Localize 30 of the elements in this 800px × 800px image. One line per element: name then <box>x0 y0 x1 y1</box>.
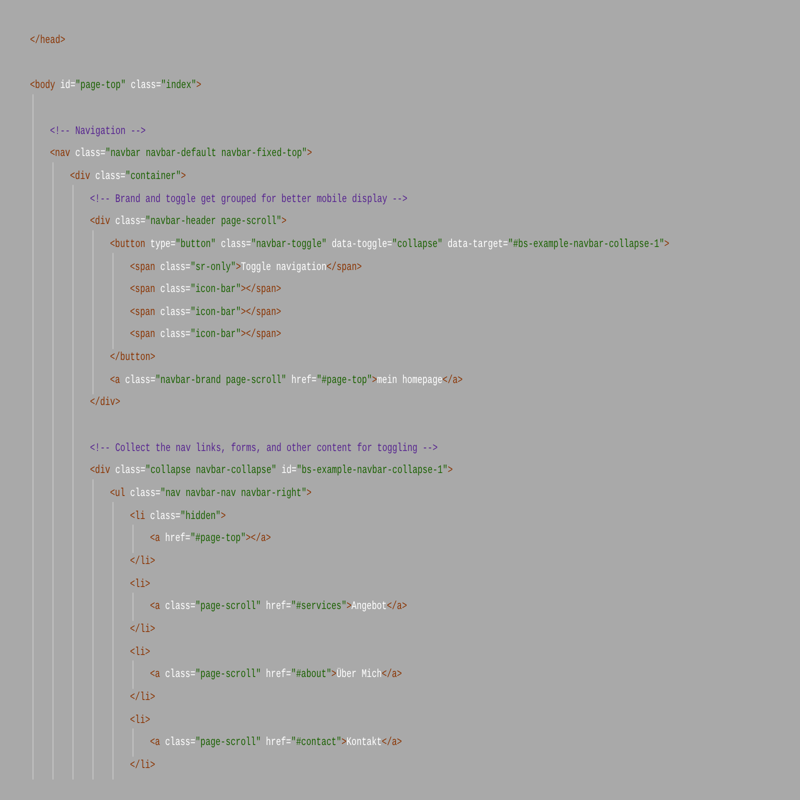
code-line: <!-- Collect the nav links, forms, and other content for toggling --> <box>90 442 438 456</box>
code-line: <span class="icon-bar"></span> <box>130 328 282 342</box>
code-line: <!-- Navigation --> <box>50 124 146 139</box>
code-line: <li> <box>130 578 150 592</box>
code-line: </li> <box>130 554 156 569</box>
code-line: <ul class="nav navbar-nav navbar-right"> <box>110 487 312 501</box>
code-line: <li> <box>130 714 150 728</box>
code-line: <li> <box>130 646 150 660</box>
code-line: <nav class="navbar navbar-default navbar-fixed-top"> <box>50 147 312 162</box>
code-line: <a class="page-scroll" href="#services">Angebot</a> <box>150 600 407 614</box>
code-line: </head> <box>30 34 66 48</box>
code-line: <span class="sr-only">Toggle navigation</span> <box>130 260 362 274</box>
code-line: </li> <box>130 622 156 637</box>
code-line: <span class="icon-bar"></span> <box>130 306 282 320</box>
code-line: <div class="container"> <box>70 170 186 184</box>
code-line: <div class="collapse navbar-collapse" id="bs-example-navbar-collapse-1"> <box>90 464 453 478</box>
code-line: <a href="#page-top"></a> <box>150 532 271 546</box>
code-line: <div class="navbar-header page-scroll"> <box>90 215 286 230</box>
code-line: </div> <box>90 396 120 410</box>
code-line: <a class="navbar-brand page-scroll" href="#page-top">mein homepage</a> <box>110 374 463 388</box>
code-line: <body id="page-top" class="index"> <box>30 79 202 94</box>
code-line: <!-- Brand and toggle get grouped for better mobile display --> <box>90 192 408 207</box>
code-line: <a class="page-scroll" href="#contact">Kontakt</a> <box>150 736 402 750</box>
code-line: </li> <box>130 690 156 705</box>
code-line: <button type="button" class="navbar-toggle" data-toggle="collapse" data-target="#bs-example-navbar-collapse-1"> <box>110 238 670 252</box>
code-line: </button> <box>110 351 156 366</box>
code-line: <span class="icon-bar"></span> <box>130 283 282 298</box>
code-line: <li class="hidden"> <box>130 510 226 524</box>
code-line: </li> <box>130 758 156 773</box>
code-line: <a class="page-scroll" href="#about">Über Mich</a> <box>150 668 402 682</box>
